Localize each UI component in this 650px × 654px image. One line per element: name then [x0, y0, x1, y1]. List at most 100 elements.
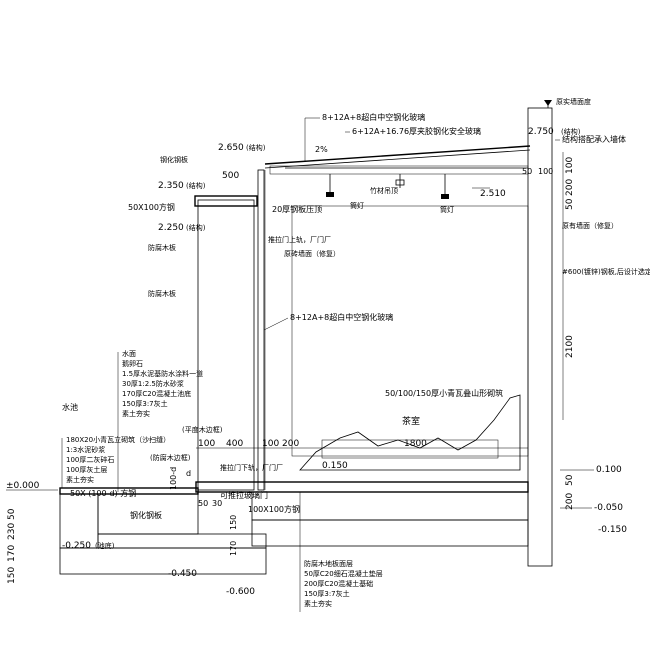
layer-left-item: 水面: [122, 349, 136, 358]
lamp1-label: 筒灯: [350, 201, 364, 210]
layer-left-item: 170厚C20混凝土池底: [122, 389, 191, 398]
dim-top-50: 50: [522, 167, 532, 176]
dim-500: 500: [222, 171, 239, 181]
brick-wall: [291, 205, 529, 457]
layers-bottom-list: 防腐木地板面层 50厚C20细石混凝土垫层 200厚C20混凝土基础 150厚3…: [304, 559, 383, 608]
layer-bottom-item: 200厚C20混凝土基础: [304, 579, 373, 588]
elev-beam-top-note: (结构): [186, 181, 206, 190]
pool-tag: 水池: [62, 402, 78, 412]
tea-room-label: 茶室: [402, 415, 420, 427]
elev-beam-bottom-note: (结构): [186, 223, 206, 232]
elev-roof-top-note: (结构): [246, 143, 266, 152]
elev-floor-mid: 0.150: [322, 461, 348, 471]
layer-left-item: 30厚1:2.5防水砂浆: [122, 379, 184, 388]
lamp2-label: 筒灯: [440, 205, 454, 214]
dim-l-150: 150: [7, 567, 17, 584]
glass-mid-label: 8+12A+8超白中空钢化玻璃: [290, 312, 393, 322]
layer-bottom-item: 50厚C20细石混凝土垫层: [304, 569, 383, 578]
layer-left-item: 1.5厚水泥基防水涂料一道: [122, 369, 203, 378]
pool-earth: [59, 547, 267, 575]
layer-left-item: 素土夯实: [122, 409, 150, 418]
layers-left2-list: 180X20小青瓦立砌筑（沙扫缝） 1:3水泥砂浆 100厚二灰碎石 100厚灰…: [66, 435, 170, 484]
layer-left2-item: 1:3水泥砂浆: [66, 445, 105, 454]
wood-panel: [197, 199, 255, 491]
brick-wall-label: 原砖墙面（修复）: [284, 249, 340, 258]
pool-wall-left: [59, 493, 99, 549]
bamboo-icon: [395, 179, 405, 186]
dim-b-150: 150: [229, 515, 238, 530]
elev-found-bottom: -0.600: [226, 587, 255, 597]
dim-d3: 50X (100-d) 方钢: [70, 488, 136, 498]
door-top-label: 推拉门上轨，厂门厂: [268, 235, 331, 244]
steel-100-label: 100X100方钢: [248, 504, 300, 514]
layer-left-item: 鹅卵石: [122, 359, 143, 368]
elev-beam-bottom: 2.250: [158, 223, 184, 233]
dim-30: 30: [212, 499, 222, 508]
grass-tag-1: (防腐木边框): [150, 453, 191, 462]
dim-l-50: 50: [7, 508, 17, 520]
elev-ground: ±0.000: [6, 481, 40, 491]
spacing-note: #600(镀锌)钢板,后设计选定: [562, 267, 650, 276]
dim-right-200b: 200: [565, 493, 575, 510]
layer-left2-item: 素土夯实: [66, 475, 94, 484]
wood-board-label: 防腐木板: [148, 243, 176, 252]
ceiling-frame: [269, 165, 529, 175]
dim-b-170: 170: [229, 541, 238, 556]
layer-left2-item: 100厚灰土层: [66, 465, 107, 474]
layer-left2-item: 180X20小青瓦立砌筑（沙扫缝）: [66, 435, 170, 444]
glass-top1-label: 8+12A+8超白中空钢化玻璃: [322, 112, 425, 122]
roof-glass: [264, 145, 531, 165]
rockery-label: 50/100/150厚小青瓦叠山形砌筑: [385, 388, 503, 398]
plate20-label: 20厚钢板压顶: [272, 204, 322, 214]
dim-right-200: 200: [565, 179, 575, 196]
steel-beam-label: 50X100方钢: [128, 202, 175, 212]
layer-bottom-item: 150厚3:7灰土: [304, 589, 350, 598]
elev-wall-top-note: (结构): [561, 127, 581, 136]
dim-50: 50: [198, 499, 208, 508]
original-wall: [527, 107, 553, 567]
layer-left-item: 150厚3:7灰土: [122, 399, 168, 408]
door-bottom-label: 推拉门下轨，厂门厂: [220, 463, 283, 472]
wall-face2-label: 原有墙面（修复）: [562, 221, 618, 230]
dim-l-230: 230: [7, 523, 17, 540]
elev-step-2: -0.150: [598, 525, 627, 535]
elev-roof-top: 2.650: [218, 143, 244, 153]
elev-floor-right: 0.100: [596, 465, 622, 475]
wall-face-label: 原实墙面度: [556, 97, 591, 106]
elev-pool-bottom: -0.450: [168, 569, 197, 579]
layer-bottom-item: 防腐木地板面层: [304, 559, 353, 568]
glass-top2-label: 6+12A+16.76厚夹胶钢化安全玻璃: [352, 126, 481, 136]
beam-top: [194, 195, 258, 207]
elev-wall-top: 2.750: [528, 127, 554, 137]
lamp-1-icon: [326, 192, 334, 197]
layers-left-list: 水面 鹅卵石 1.5厚水泥基防水涂料一道 30厚1:2.5防水砂浆 170厚C2…: [122, 349, 203, 418]
dim-100a: 100: [198, 439, 215, 449]
bamboo-label: 竹材吊顶: [370, 186, 398, 195]
tea-table: [321, 439, 499, 459]
glass-mid-leader: [263, 317, 289, 331]
rockery: [299, 394, 521, 471]
slope-label: 2%: [315, 145, 328, 154]
pool-bottom-slab: [97, 533, 267, 549]
dim-1800: 1800: [404, 439, 427, 449]
elev-step-1: -0.050: [594, 503, 623, 513]
roof-glass-inner: [264, 149, 531, 169]
door-glass-label: 可推拉玻璃门: [220, 490, 268, 500]
dim-l-170: 170: [7, 545, 17, 562]
dim-top-100: 100: [538, 167, 553, 176]
wood-board2-label: 防腐木板: [148, 289, 176, 298]
dim-right-50b: 50: [565, 474, 575, 486]
dim-400: 400: [226, 439, 243, 449]
elev-pool-water-note: (池底): [95, 541, 115, 550]
layer-bottom-item: 素土夯实: [304, 599, 332, 608]
elev-beam-top: 2.350: [158, 181, 184, 191]
wall-marker-icon: [544, 100, 552, 106]
lamp-2-icon: [441, 194, 449, 199]
dim-d: d: [186, 469, 191, 478]
layer-left2-item: 100厚二灰碎石: [66, 455, 114, 464]
dim-100b: 100: [262, 439, 279, 449]
floor-earth: [251, 519, 529, 547]
elev-ceiling: 2.510: [480, 189, 506, 199]
